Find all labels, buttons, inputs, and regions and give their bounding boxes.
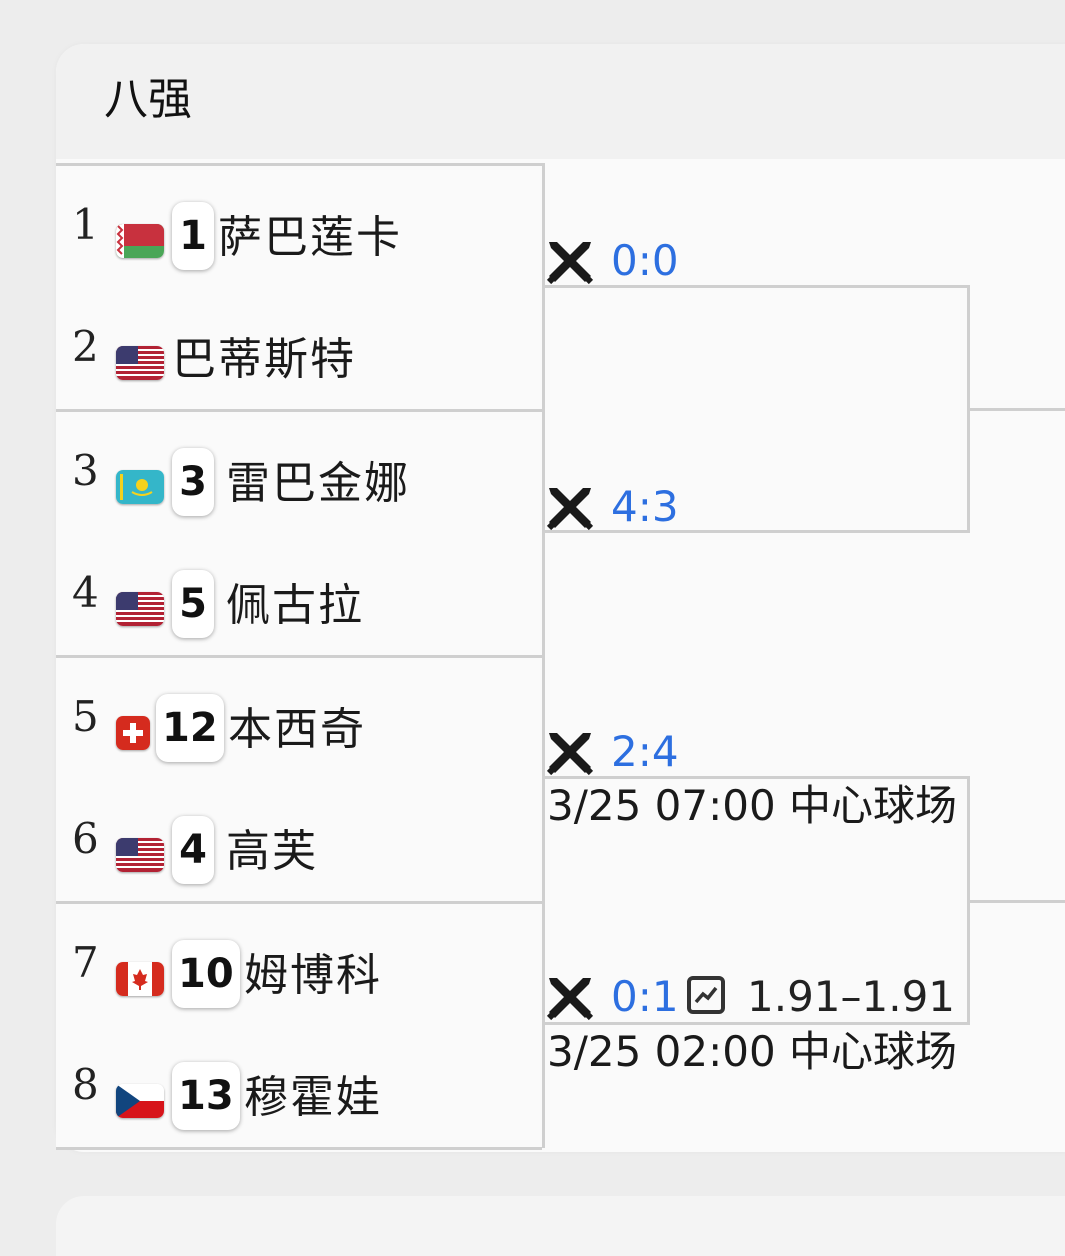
draw-position: 1 [72,200,99,249]
match-schedule: 3/25 07:00 中心球场 [547,781,958,830]
player-name[interactable]: 高芙 [226,826,318,877]
bracket-connector [967,408,1065,411]
seed-badge: 5 [172,570,214,638]
bracket-connector [542,530,970,533]
usa-flag-icon [116,592,164,626]
seed-badge: 10 [172,940,240,1008]
bracket-connector [542,776,970,779]
match-info[interactable]: 0:1 1.91–1.91 [545,972,965,1022]
bracket-connector [542,1022,970,1025]
next-section-card [56,1196,1065,1256]
draw-position: 2 [72,322,99,371]
player-row[interactable]: 4 5 佩古拉 [56,548,536,648]
seed-badge: 1 [172,202,214,270]
canada-flag-icon [116,962,164,996]
player-list: 1 1 萨巴莲卡 2 巴蒂斯特 3 3 雷巴金娜 4 [56,163,545,1150]
player-row[interactable]: 1 1 萨巴莲卡 [56,180,536,280]
match-schedule: 3/25 02:00 中心球场 [547,1027,958,1076]
player-name[interactable]: 雷巴金娜 [226,458,410,509]
head-to-head-score[interactable]: 2:4 [611,727,679,776]
head-to-head-score[interactable]: 4:3 [611,482,679,531]
player-name[interactable]: 佩古拉 [226,580,364,631]
player-row[interactable]: 2 巴蒂斯特 [56,302,536,402]
seed-badge: 12 [156,694,224,762]
section-title: 八强 [104,74,192,125]
player-name[interactable]: 巴蒂斯特 [172,334,356,385]
switzerland-flag-icon [116,716,150,750]
draw-position: 8 [72,1060,99,1109]
player-name[interactable]: 姆博科 [244,950,382,1001]
head-to-head-score[interactable]: 0:0 [611,236,679,285]
match-pair-3[interactable]: 5 12 本西奇 6 4 高芙 [56,655,542,901]
head-to-head-score[interactable]: 0:1 [611,972,679,1021]
player-name[interactable]: 本西奇 [228,704,366,755]
match-info[interactable]: 0:0 [545,236,745,286]
seed-badge: 4 [172,816,214,884]
crossed-swords-icon [546,733,594,776]
match-pair-2[interactable]: 3 3 雷巴金娜 4 5 佩古拉 [56,409,542,655]
usa-flag-icon [116,346,164,380]
crossed-swords-icon [546,242,594,285]
line-chart-icon[interactable] [687,976,725,1014]
player-row[interactable]: 8 13 穆霍娃 [56,1040,536,1140]
bracket-connector [967,900,1065,903]
draw-position: 7 [72,938,99,987]
bracket-header [56,44,1065,159]
crossed-swords-icon [546,978,594,1021]
match-pair-1[interactable]: 1 1 萨巴莲卡 2 巴蒂斯特 [56,163,542,409]
draw-position: 3 [72,446,99,495]
czechia-flag-icon [116,1084,164,1118]
player-name[interactable]: 萨巴莲卡 [218,212,402,263]
draw-position: 4 [72,568,99,617]
player-row[interactable]: 5 12 本西奇 [56,672,536,772]
match-info[interactable]: 2:4 [545,727,745,777]
player-row[interactable]: 7 10 姆博科 [56,918,536,1018]
draw-position: 5 [72,692,99,741]
kazakhstan-flag-icon [116,470,164,504]
player-row[interactable]: 3 3 雷巴金娜 [56,426,536,526]
player-name[interactable]: 穆霍娃 [244,1072,382,1123]
belarus-flag-icon [116,224,164,258]
match-info[interactable]: 4:3 [545,482,745,532]
seed-badge: 13 [172,1062,240,1130]
betting-odds[interactable]: 1.91–1.91 [747,972,956,1021]
usa-flag-icon [116,838,164,872]
seed-badge: 3 [172,448,214,516]
bracket-connector [542,285,970,288]
match-pair-4[interactable]: 7 10 姆博科 8 13 穆霍娃 [56,901,542,1150]
draw-position: 6 [72,814,99,863]
player-row[interactable]: 6 4 高芙 [56,794,536,894]
crossed-swords-icon [546,488,594,531]
